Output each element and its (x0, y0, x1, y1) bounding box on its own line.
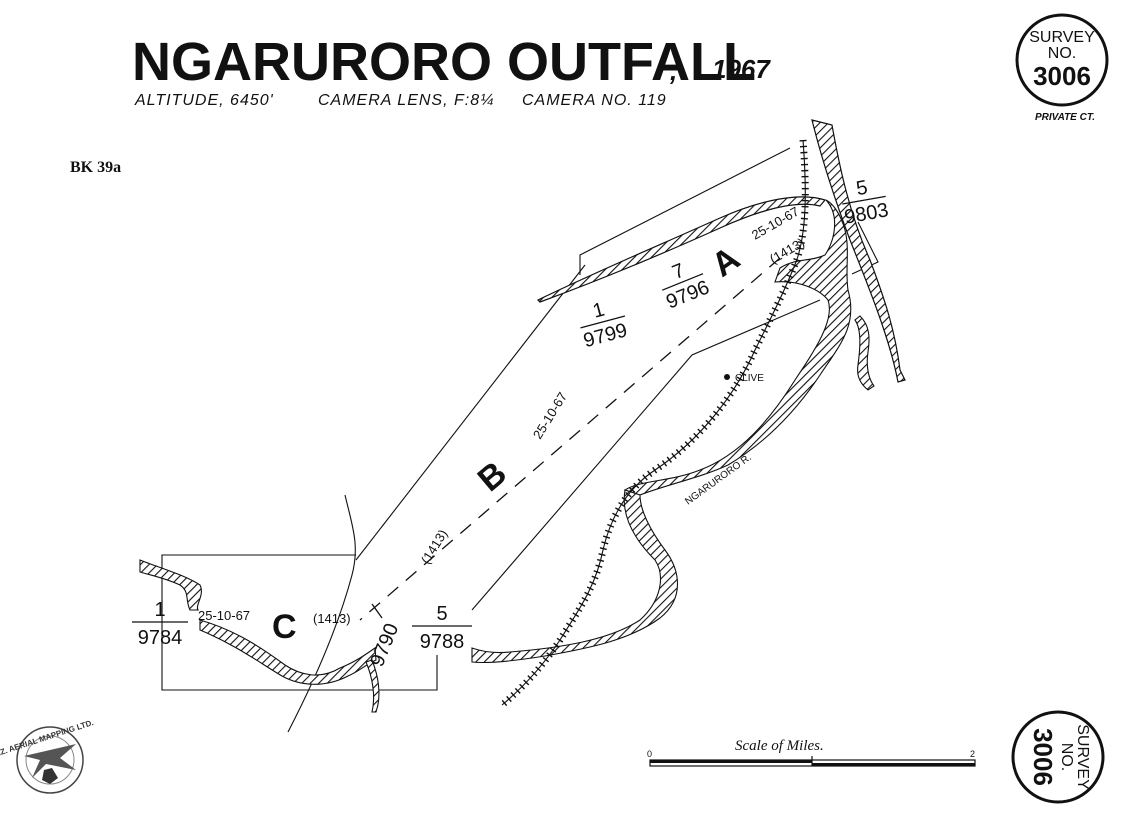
run-b-date: 25-10-67 (530, 390, 570, 442)
frame-top: 5 (855, 177, 870, 201)
frame-bottom: 9784 (138, 627, 183, 649)
coverage-outlines (161, 147, 879, 733)
book-reference: BK 39a (70, 159, 121, 176)
stamp-top-line2: NO. (1048, 45, 1076, 62)
survey-stamp-bottom: SURVEY NO. 3006 (1011, 710, 1105, 804)
river-c-tail (365, 659, 380, 713)
town-label: CLIVE (735, 373, 764, 384)
frame-7-9796: 7 9796 (661, 259, 713, 313)
title-comma: , (669, 56, 677, 86)
plane-icon (24, 744, 76, 778)
scale-max-label: 2 (970, 749, 975, 759)
run-a-letter: A (705, 239, 747, 284)
coast-strip-upper (536, 196, 827, 303)
stamp-bottom-number: 3006 (1028, 728, 1058, 786)
frame-top: 1 (590, 299, 606, 323)
outline-upper (579, 147, 791, 275)
frame-9790-tick (371, 603, 383, 619)
frame-top: 5 (436, 603, 447, 625)
river-c-channel (199, 619, 377, 685)
scale-min-label: 0 (647, 749, 652, 759)
outline-long-left (355, 264, 586, 561)
run-c-date: 25-10-67 (198, 608, 250, 623)
road-curve (287, 494, 356, 733)
ngaruroro-river (471, 199, 875, 664)
stamp-top-number: 3006 (1033, 61, 1091, 91)
nz-map-icon (42, 768, 58, 784)
outline-c-box (161, 554, 438, 691)
flight-line (359, 257, 781, 621)
outline-a-right (851, 221, 879, 275)
flight-line-ab (359, 257, 781, 621)
scale-caption: Scale of Miles. (735, 738, 824, 754)
survey-stamp-top: SURVEY NO. 3006 (1015, 13, 1109, 107)
map-year: 1967 (712, 54, 771, 84)
coast-strip-right (811, 119, 906, 383)
railway-line (499, 139, 809, 708)
frame-bottom: 9790 (366, 620, 403, 670)
river-lower-channel (471, 489, 679, 664)
river-c-section (139, 559, 380, 713)
run-b: B 25-10-67 (1413) (418, 390, 570, 567)
river-mouth-spit (854, 315, 875, 391)
river-c-upper (139, 559, 202, 611)
private-note: PRIVATE CT. (1035, 112, 1095, 123)
frame-bottom: 9796 (663, 276, 713, 313)
frame-1-9784: 1 9784 (132, 599, 188, 649)
rail-track (501, 139, 806, 706)
river-label: NGARURORO R. (683, 452, 753, 507)
clive-town-marker (724, 374, 730, 380)
camera-label: CAMERA NO. 119 (522, 92, 667, 109)
stamp-bottom-line2: NO. (1058, 743, 1075, 771)
stamp-top-line1: SURVEY (1029, 29, 1095, 46)
frame-top: 1 (154, 599, 165, 621)
run-b-letter: B (471, 454, 514, 499)
frame-1-9799: 1 9799 (580, 299, 630, 352)
run-c: C 25-10-67 (1413) (198, 608, 351, 646)
outline-long-right (471, 299, 821, 611)
river-upper-channel (623, 199, 852, 496)
scale-bar: Scale of Miles. 0 2 (647, 738, 976, 767)
altitude-label: ALTITUDE, 6450' (134, 92, 274, 109)
coastline (536, 119, 906, 383)
frame-bottom: 9788 (420, 631, 465, 653)
run-c-code: (1413) (313, 611, 351, 626)
lens-label: CAMERA LENS, F:8¼ (318, 92, 494, 109)
map-title: NGARURORO OUTFALL (132, 32, 756, 92)
frame-9790: 9790 (366, 620, 403, 670)
stamp-bottom-line1: SURVEY (1074, 724, 1091, 790)
run-c-letter: C (272, 608, 297, 646)
frame-5-9788: 5 9788 (412, 603, 472, 653)
frame-bottom: 9799 (581, 319, 630, 352)
aerial-mapping-logo: N.Z. AERIAL MAPPING LTD. (0, 718, 95, 794)
